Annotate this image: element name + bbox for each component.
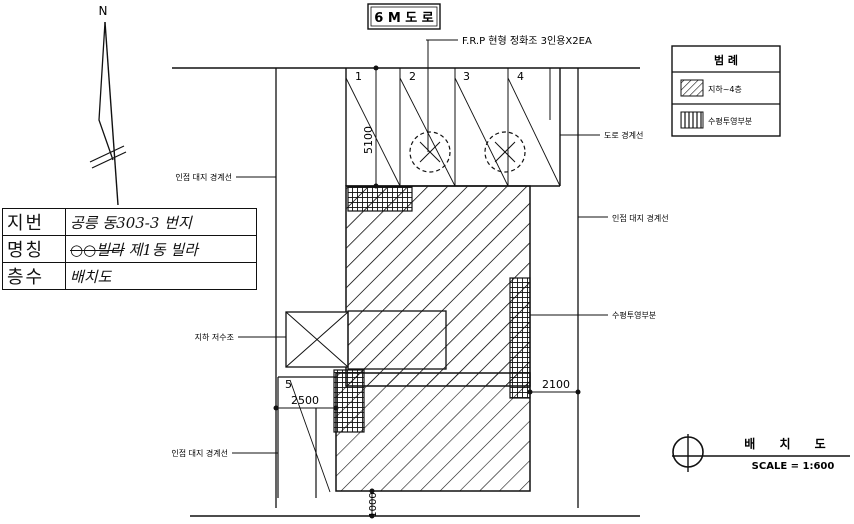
dimensions: 5100 2100 2500 1000	[273, 65, 581, 519]
table-row: 지번 공릉 동303-3 번지	[2, 208, 257, 236]
horizontal-projection-label: 수평투영부분	[612, 310, 656, 320]
info-value: 배치도	[65, 262, 257, 290]
underground-tank	[285, 310, 447, 370]
dimension-2500: 2500	[291, 394, 319, 407]
point-label-3: 3	[463, 70, 470, 83]
info-key: 지번	[2, 208, 66, 236]
adjacent-boundary-label-right: 인접 대지 경계선	[612, 213, 669, 223]
dimension-2100: 2100	[542, 378, 570, 391]
adjacent-boundary-label-left-top: 인접 대지 경계선	[175, 172, 232, 182]
table-row: 층수 배치도	[2, 262, 257, 290]
info-key: 명칭	[2, 235, 66, 263]
tank-note-text: F.R.P 현형 정화조 3인용X2EA	[462, 35, 592, 47]
north-arrow: N	[89, 4, 127, 206]
point-labels: 1 2 3 4 5	[285, 70, 524, 391]
north-label: N	[99, 4, 108, 18]
scale-text: SCALE = 1:600	[752, 461, 835, 472]
info-value-cell: ○○빌라 제1동 빌라	[65, 235, 257, 263]
septic-tanks	[409, 131, 526, 173]
info-key: 층수	[2, 262, 66, 290]
title-text: 배 치 도	[744, 436, 835, 451]
tank-note: F.R.P 현형 정화조 3인용X2EA	[426, 35, 592, 152]
dimension-5100: 5100	[362, 126, 375, 154]
callout-leaders	[232, 134, 608, 454]
point-label-1: 1	[355, 70, 362, 83]
point-label-4: 4	[517, 70, 524, 83]
point-label-5: 5	[285, 378, 292, 391]
title-block: 배 치 도 SCALE = 1:600	[672, 434, 850, 472]
road-boundary-label: 도로 경계선	[604, 130, 643, 140]
legend: 범 례 지하~4층 수평투영부분	[671, 45, 781, 137]
table-row: 명칭 ○○빌라 제1동 빌라	[2, 235, 257, 263]
building-footprint	[335, 185, 531, 492]
road-label: 6 M 도 로	[374, 11, 434, 26]
dimension-1000: 1000	[368, 492, 379, 517]
underground-tank-label: 지하 저수조	[195, 332, 234, 342]
road-label-box: 6 M 도 로	[367, 3, 441, 30]
info-value: 제1동 빌라	[128, 240, 199, 259]
legend-item-label: 지하~4층	[708, 84, 742, 94]
adjacent-boundary-label-left-bottom: 인접 대지 경계선	[171, 448, 228, 458]
info-table: 지번 공릉 동303-3 번지 명칭 ○○빌라 제1동 빌라 층수 배치도	[2, 208, 257, 290]
callout-labels: 도로 경계선 인접 대지 경계선 인접 대지 경계선 수평투영부분 지하 저수조…	[171, 130, 668, 458]
struck-value: ○○빌라	[70, 240, 124, 259]
info-value: 공릉 동303-3 번지	[65, 208, 257, 236]
legend-item-label: 수평투영부분	[708, 116, 752, 126]
legend-title: 범 례	[714, 53, 738, 67]
point-label-2: 2	[409, 70, 416, 83]
horizontal-projection-areas	[333, 186, 531, 433]
